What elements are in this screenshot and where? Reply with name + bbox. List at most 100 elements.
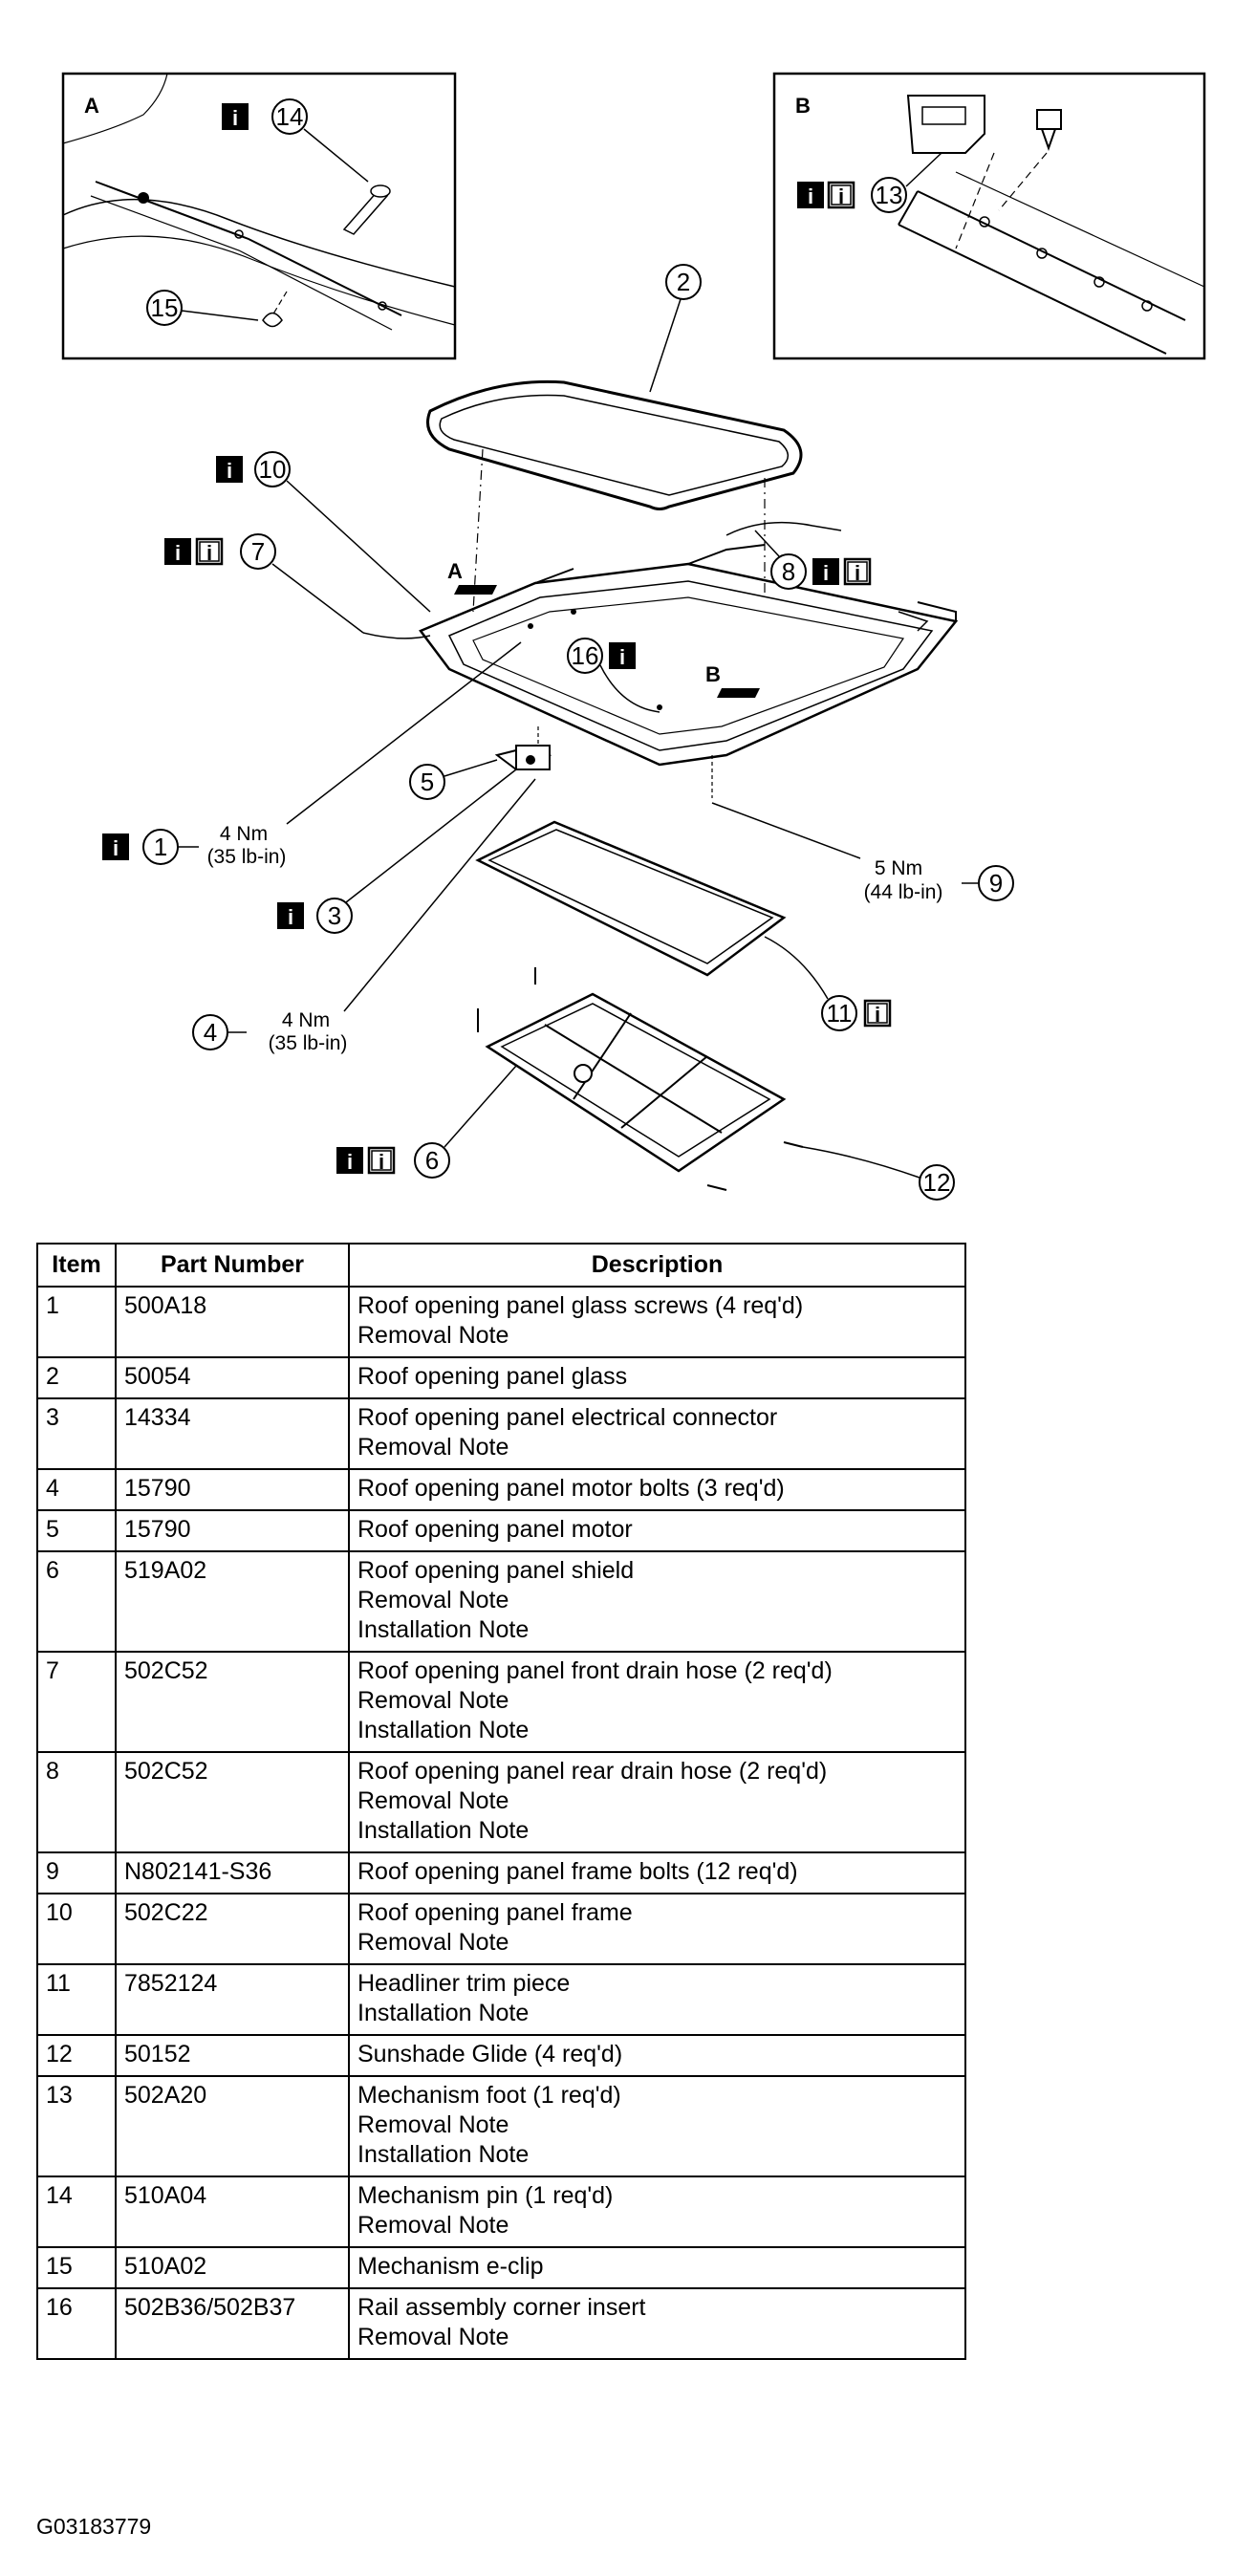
description-line: Removal Note (357, 1787, 509, 1814)
callout-3: 3 (277, 768, 517, 934)
svg-text:15: 15 (151, 293, 179, 322)
callout-15: 15 (146, 290, 259, 326)
info-outline-icon (367, 1146, 396, 1176)
torque-item-4-nm: 4 Nm (282, 1009, 330, 1031)
description-line: Installation Note (357, 1817, 530, 1844)
cell-item: 14 (36, 2176, 117, 2248)
torque-item-4-lbin: (35 lb-in) (269, 1032, 348, 1054)
cell-description: Roof opening panel motor bolts (3 req'd) (348, 1468, 966, 1511)
cell-description: Mechanism pin (1 req'd)Removal Note (348, 2176, 966, 2248)
callout-11: 11 (764, 936, 892, 1031)
description-line: Removal Note (357, 1929, 509, 1956)
cell-item: 15 (36, 2246, 117, 2289)
cell-description: Roof opening panel frame bolts (12 req'd… (348, 1851, 966, 1894)
header-part-number: Part Number (115, 1243, 350, 1288)
svg-text:7: 7 (251, 537, 265, 566)
description-line: Sunshade Glide (4 req'd) (357, 2041, 623, 2067)
description-line: Roof opening panel frame (357, 1899, 633, 1926)
description-line: Removal Note (357, 2111, 509, 2138)
svg-text:3: 3 (328, 901, 341, 930)
cell-item: 8 (36, 1751, 117, 1853)
description-line: Removal Note (357, 2324, 509, 2350)
callout-8: 8 (754, 530, 872, 590)
callout-14: 14 (222, 98, 369, 183)
torque-item-9-lbin: (44 lb-in) (864, 881, 943, 903)
cell-part-number: 510A02 (115, 2246, 350, 2289)
cell-part-number: 500A18 (115, 1286, 350, 1358)
cell-item: 2 (36, 1356, 117, 1399)
svg-text:4: 4 (204, 1018, 217, 1047)
cell-part-number: 15790 (115, 1509, 350, 1552)
info-icon (102, 833, 129, 860)
cell-description: Mechanism e-clip (348, 2246, 966, 2289)
cell-part-number: 502C22 (115, 1893, 350, 1965)
cell-item: 1 (36, 1286, 117, 1358)
callout-9: 5 Nm (44 lb-in) 9 (711, 755, 1014, 903)
description-line: Roof opening panel rear drain hose (2 re… (357, 1758, 828, 1785)
cell-item: 13 (36, 2075, 117, 2177)
callout-2: 2 (649, 264, 702, 393)
cell-part-number: 15790 (115, 1468, 350, 1511)
description-line: Roof opening panel glass screws (4 req'd… (357, 1292, 804, 1319)
cell-item: 5 (36, 1509, 117, 1552)
cell-item: 6 (36, 1550, 117, 1653)
cell-part-number: 519A02 (115, 1550, 350, 1653)
svg-text:9: 9 (989, 869, 1003, 898)
cell-part-number: 502C52 (115, 1751, 350, 1853)
cell-item: 12 (36, 2034, 117, 2077)
info-icon (216, 456, 243, 483)
cell-item: 3 (36, 1397, 117, 1470)
callout-10: 10 (216, 451, 431, 613)
cell-part-number: 502A20 (115, 2075, 350, 2177)
cell-description: Roof opening panel motor (348, 1509, 966, 1552)
svg-text:16: 16 (572, 641, 599, 670)
info-icon (812, 558, 839, 585)
description-line: Roof opening panel motor (357, 1516, 633, 1543)
cell-part-number: 50054 (115, 1356, 350, 1399)
inset-a-letter: A (84, 94, 99, 118)
callout-5: 5 (409, 759, 498, 800)
description-line: Removal Note (357, 1322, 509, 1349)
cell-part-number: N802141-S36 (115, 1851, 350, 1894)
svg-text:14: 14 (276, 102, 304, 131)
info-icon (797, 182, 824, 208)
callout-7: 7 (164, 533, 431, 639)
description-line: Roof opening panel motor bolts (3 req'd) (357, 1475, 785, 1502)
svg-text:5: 5 (421, 768, 434, 796)
cell-part-number: 50152 (115, 2034, 350, 2077)
header-item: Item (36, 1243, 117, 1288)
callout-13: 13 (797, 152, 942, 213)
description-line: Roof opening panel glass (357, 1363, 628, 1390)
figure-id: G03183779 (36, 2514, 152, 2539)
roof-panel-shield (477, 967, 804, 1191)
description-line: Mechanism e-clip (357, 2253, 544, 2280)
info-outline-icon (843, 557, 872, 587)
callout-1: 1 4 Nm (35 lb-in) (102, 641, 522, 868)
info-outline-icon (195, 537, 224, 567)
description-line: Headliner trim piece (357, 1970, 571, 1997)
cell-part-number: 502C52 (115, 1651, 350, 1753)
cell-part-number: 502B36/502B37 (115, 2287, 350, 2360)
torque-item-1-nm: 4 Nm (220, 823, 268, 845)
info-icon (222, 103, 249, 130)
description-line: Removal Note (357, 1587, 509, 1613)
cell-part-number: 14334 (115, 1397, 350, 1470)
torque-item-1-lbin: (35 lb-in) (207, 846, 287, 868)
cell-description: Roof opening panel rear drain hose (2 re… (348, 1751, 966, 1853)
cell-item: 10 (36, 1893, 117, 1965)
